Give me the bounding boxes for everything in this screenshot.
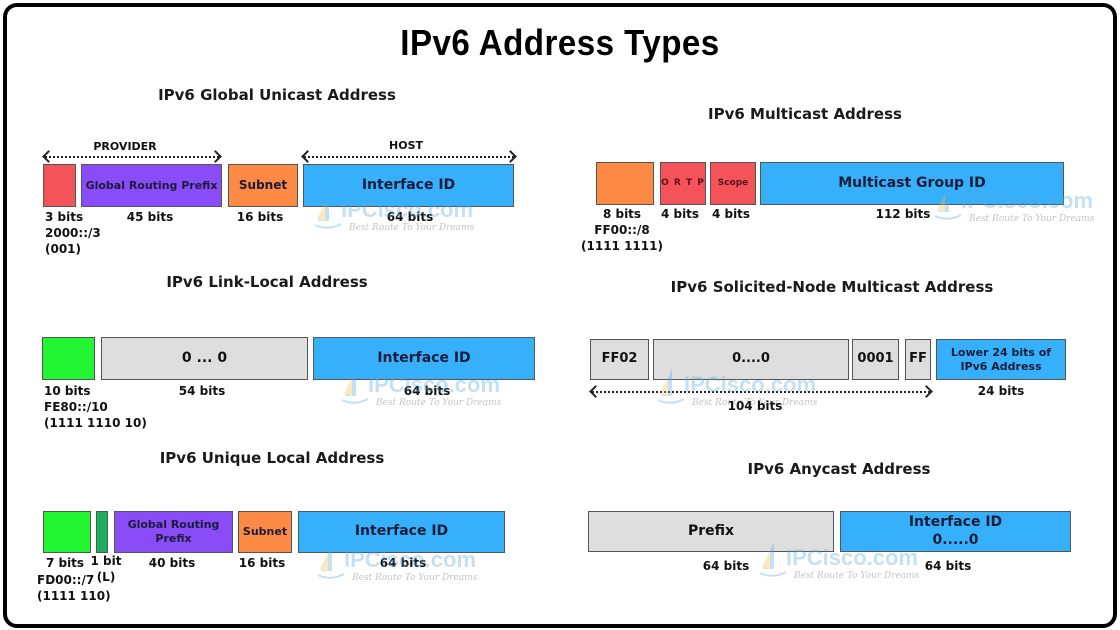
- sn-lower24-box: Lower 24 bits of IPv6 Address: [936, 339, 1066, 380]
- ll-zeros-bits: 54 bits: [178, 384, 226, 398]
- anycast-prefix-bits: 64 bits: [702, 559, 750, 573]
- ula-l-bit-bits: 1 bit (L): [90, 554, 122, 585]
- ula-prefix-bits: 7 bits: [45, 556, 85, 570]
- provider-span-arrow: [45, 156, 219, 158]
- mc-group-id-bits: 112 bits: [875, 207, 931, 221]
- ula-interface-id-box: Interface ID: [298, 511, 505, 553]
- ula-subnet-bits: 16 bits: [238, 556, 286, 570]
- ula-subnet-box: Subnet: [238, 511, 292, 553]
- anycast-title: IPv6 Anycast Address: [747, 460, 931, 478]
- anycast-prefix-box: Prefix: [588, 511, 834, 552]
- mc-prefix-box: [596, 162, 654, 205]
- ula-prefix-box: [43, 511, 91, 553]
- solicited-node-title: IPv6 Solicited-Node Multicast Address: [670, 278, 994, 296]
- provider-label: PROVIDER: [93, 140, 157, 153]
- mc-scope-box: Scope: [710, 162, 756, 205]
- gua-interface-id-bits: 64 bits: [386, 210, 434, 224]
- sn-ff02-box: FF02: [590, 339, 649, 380]
- anycast-interface-id-zeros: 0.....0: [932, 531, 979, 548]
- anycast-interface-id-label: Interface ID: [908, 514, 1003, 530]
- sn-ff-box: FF: [905, 339, 931, 380]
- gua-routing-prefix-bits: 45 bits: [126, 210, 174, 224]
- anycast-interface-id-box: Interface ID 0.....0: [840, 511, 1071, 552]
- page-title: IPv6 Address Types: [400, 22, 720, 63]
- gua-prefix-box: [43, 164, 76, 207]
- global-unicast-title: IPv6 Global Unicast Address: [158, 86, 396, 104]
- anycast-interface-id-bits: 64 bits: [924, 559, 972, 573]
- sn-zeros-box: 0....0: [653, 339, 849, 380]
- host-label: HOST: [389, 139, 423, 152]
- unique-local-title: IPv6 Unique Local Address: [159, 449, 385, 467]
- gua-prefix-bits: 3 bits 2000::/3 (001): [45, 210, 101, 257]
- ll-zeros-box: 0 ... 0: [101, 337, 308, 380]
- host-span-arrow: [304, 156, 514, 158]
- ula-routing-prefix-bits: 40 bits: [148, 556, 196, 570]
- sn-104-bits: 104 bits: [727, 399, 783, 413]
- ll-prefix-box: [42, 337, 95, 380]
- ula-routing-prefix-box: Global Routing Prefix: [114, 511, 233, 553]
- sn-0001-box: 0001: [852, 339, 899, 380]
- gua-subnet-box: Subnet: [228, 164, 298, 207]
- ula-l-bit-box: [96, 511, 108, 553]
- sn-lower24-bits: 24 bits: [977, 384, 1025, 398]
- ula-interface-id-bits: 64 bits: [379, 556, 427, 570]
- gua-subnet-bits: 16 bits: [236, 210, 284, 224]
- sn-104bit-span-arrow: [592, 391, 930, 393]
- ll-interface-id-box: Interface ID: [313, 337, 535, 380]
- link-local-title: IPv6 Link-Local Address: [166, 273, 368, 291]
- ll-interface-id-bits: 64 bits: [403, 384, 451, 398]
- gua-interface-id-box: Interface ID: [303, 164, 514, 207]
- mc-scope-bits: 4 bits: [711, 207, 751, 221]
- mc-prefix-bits: 8 bits FF00::/8 (1111 1111): [581, 207, 663, 254]
- ula-prefix-notes: FD00::/7 (1111 110): [37, 573, 111, 604]
- mc-flags-bits: 4 bits: [660, 207, 700, 221]
- mc-group-id-box: Multicast Group ID: [760, 162, 1064, 205]
- mc-flags-box: O R T P: [660, 162, 706, 205]
- multicast-title: IPv6 Multicast Address: [708, 105, 902, 123]
- ll-prefix-bits: 10 bits FE80::/10 (1111 1110 10): [44, 384, 147, 431]
- gua-routing-prefix-box: Global Routing Prefix: [81, 164, 222, 207]
